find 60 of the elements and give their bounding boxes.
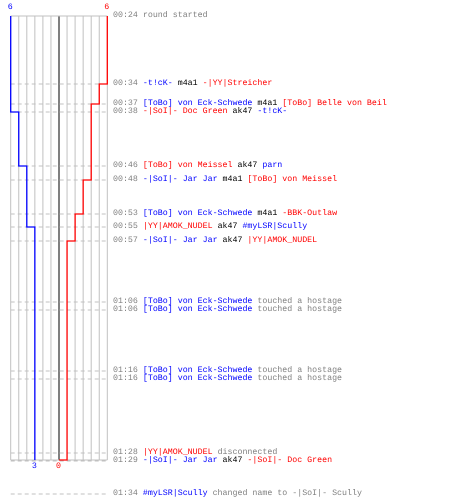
weapon-name: ak47: [222, 236, 242, 245]
player-name: -|SoI|- Doc Green: [247, 456, 332, 465]
timestamp: 00:34: [113, 79, 138, 88]
timestamp: 00:37: [113, 99, 138, 108]
player-name: [ToBo] von Meissel: [247, 175, 338, 184]
player-name: |YY|AMOK_NUDEL: [247, 236, 318, 245]
timestamp: 01:34: [113, 489, 138, 498]
team-count: 6: [8, 3, 13, 12]
weapon-name: ak47: [218, 222, 238, 231]
player-name: |YY|AMOK_NUDEL: [142, 222, 213, 231]
player-name: -t!cK-: [257, 107, 288, 116]
timestamp: 00:48: [113, 175, 138, 184]
log-text: changed name to -|SoI|- Scully: [212, 489, 362, 498]
player-name: -|SoI|- Jar Jar: [142, 175, 218, 184]
log-text: touched a hostage: [257, 305, 342, 314]
player-name: -|SoI|- Doc Green: [142, 107, 228, 116]
timestamp: 00:38: [113, 107, 138, 116]
timestamp: 00:57: [113, 236, 138, 245]
player-name: [ToBo] von Eck-Schwede: [142, 297, 252, 306]
log-text: round started: [142, 11, 208, 20]
timestamp: 01:06: [113, 305, 138, 314]
weapon-name: ak47: [232, 107, 252, 116]
log-text: touched a hostage: [257, 297, 342, 306]
player-name: [ToBo] von Eck-Schwede: [142, 99, 252, 108]
player-name: [ToBo] von Eck-Schwede: [142, 305, 252, 314]
timestamp: 00:46: [113, 161, 138, 170]
player-name: #myLSR|Scully: [142, 489, 208, 498]
log-text: disconnected: [218, 448, 278, 457]
team-count: 6: [104, 3, 110, 12]
player-name: -|SoI|- Jar Jar: [142, 236, 218, 245]
team-count: 3: [32, 462, 37, 471]
player-name: [ToBo] Belle von Beil: [282, 99, 387, 108]
timestamp: 01:06: [113, 297, 138, 306]
weapon-name: m4a1: [178, 79, 198, 88]
player-name: -t!cK-: [142, 79, 173, 88]
weapon-name: ak47: [222, 456, 242, 465]
timestamp: 01:16: [113, 374, 138, 383]
player-name: -BBK-Outlaw: [282, 209, 338, 218]
player-name: |YY|AMOK_NUDEL: [142, 448, 213, 457]
player-name: [ToBo] von Meissel: [142, 161, 232, 170]
timestamp: 00:55: [113, 222, 138, 231]
player-name: #myLSR|Scully: [242, 222, 308, 231]
timestamp: 01:28: [113, 448, 138, 457]
timestamp: 01:16: [113, 366, 138, 375]
player-name: [ToBo] von Eck-Schwede: [142, 374, 252, 383]
player-name: -|SoI|- Jar Jar: [142, 456, 218, 465]
player-name: parn: [262, 161, 282, 170]
timestamp: 00:53: [113, 209, 138, 218]
player-name: [ToBo] von Eck-Schwede: [142, 366, 252, 375]
weapon-name: m4a1: [257, 99, 278, 108]
log-text: touched a hostage: [257, 366, 342, 375]
timestamp: 01:29: [113, 456, 138, 465]
log-text: touched a hostage: [257, 374, 342, 383]
weapon-name: ak47: [237, 161, 258, 170]
team-count: 0: [56, 462, 61, 471]
player-name: -|YY|Streicher: [202, 79, 272, 88]
weapon-name: m4a1: [257, 209, 278, 218]
player-name: [ToBo] von Eck-Schwede: [142, 209, 252, 218]
weapon-name: m4a1: [222, 175, 242, 184]
timestamp: 00:24: [113, 11, 138, 20]
